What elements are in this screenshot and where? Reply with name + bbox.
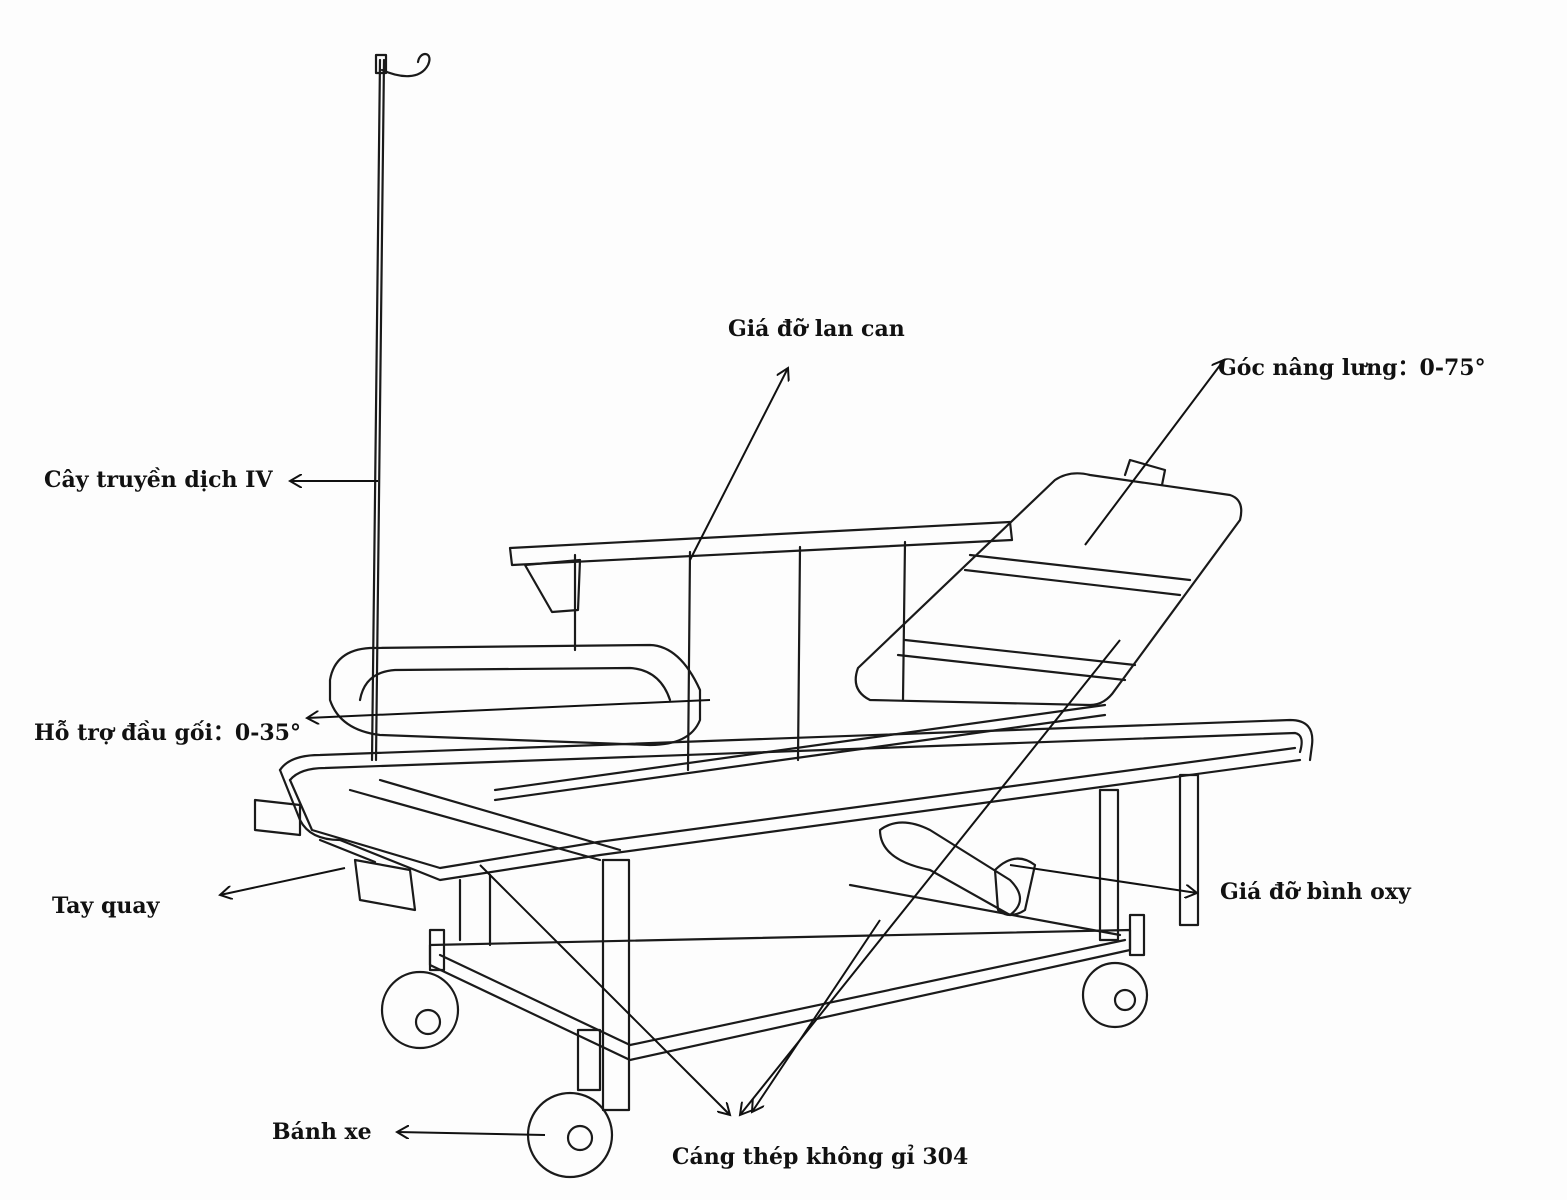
label-crank: Tay quay [52, 893, 160, 919]
arrow-back-angle [1084, 360, 1224, 546]
wheels [380, 913, 1149, 1179]
side-rail [508, 520, 1014, 772]
label-back-angle: Góc nâng lưng：0-75° [1218, 355, 1486, 381]
iv-pole [370, 53, 431, 762]
crank-handles [253, 798, 417, 912]
arrow-rail-support [689, 368, 788, 561]
arrow-knee-support [307, 699, 711, 718]
label-oxygen-holder: Giá đỡ bình oxy [1220, 879, 1411, 905]
main-frame [278, 703, 1314, 1112]
arrow-frame-1 [479, 864, 730, 1115]
back-rest [854, 458, 1243, 707]
arrow-oxygen [1009, 864, 1197, 893]
knee-rest [328, 643, 702, 747]
label-iv-pole: Cây truyền dịch IV [44, 467, 273, 493]
oxygen-holder [878, 821, 1037, 917]
callout-arrows [220, 360, 1224, 1135]
label-stretcher-frame: Cáng thép không gỉ 304 [672, 1144, 969, 1170]
arrow-wheel [397, 1132, 546, 1135]
arrow-crank [220, 867, 346, 895]
arrow-frame-3 [752, 919, 881, 1112]
label-wheel: Bánh xe [272, 1119, 372, 1145]
label-rail-support: Giá đỡ lan can [728, 316, 905, 342]
label-knee-support: Hỗ trợ đầu gối：0-35° [34, 720, 301, 746]
